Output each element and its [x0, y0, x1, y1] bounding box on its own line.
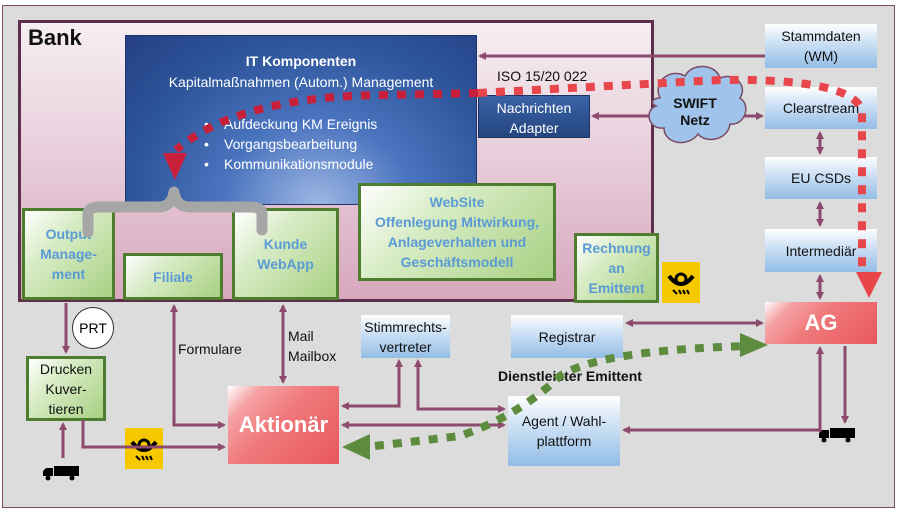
aktionaer-box: Aktionär: [228, 386, 339, 464]
ag-box: AG: [765, 302, 877, 344]
rechnung-line2: an: [608, 260, 625, 276]
nachrichten-adapter-line1: Nachrichten: [496, 100, 572, 116]
agent-box: Agent / Wahl- plattform: [508, 396, 620, 466]
agent-line1: Agent / Wahl-: [521, 413, 607, 429]
bank-label: Bank: [28, 25, 82, 50]
stimmrechtsvertreter-line1: Stimmrechts-: [364, 318, 447, 335]
agent-line2: plattform: [536, 433, 592, 449]
rechnung-line1: Rechnung: [582, 240, 651, 256]
website-line4: Geschäftsmodell: [400, 254, 514, 270]
kunde-webapp-line2: WebApp: [257, 256, 314, 272]
prt-label: PRT: [79, 320, 107, 336]
kunde-webapp-box: Kunde WebApp: [232, 208, 339, 300]
eu-csds-label: EU CSDs: [791, 170, 851, 186]
drucken-line1: Drucken: [39, 360, 93, 377]
it-components-subtitle: Kapitalmaßnahmen (Autom.) Management: [168, 74, 434, 90]
drucken-line3: tieren: [48, 400, 84, 417]
website-line1: WebSite: [429, 194, 485, 210]
it-components-title: IT Komponenten: [245, 53, 357, 69]
intermediaer-label: Intermediär: [785, 242, 857, 259]
website-box: WebSite Offenlegung Mitwirkung, Anlageve…: [358, 183, 556, 281]
kunde-webapp-line1: Kunde: [263, 236, 308, 252]
stimmrechtsvertreter-box: Stimmrechts- vertreter: [361, 315, 450, 358]
clearstream-label: Clearstream: [782, 100, 860, 116]
truck-icon: [818, 427, 856, 448]
output-management-line2: Manage-: [40, 246, 97, 262]
intermediaer-box: Intermediär: [765, 229, 877, 272]
iso-label: ISO 15/20 022: [497, 68, 588, 84]
prt-symbol: PRT: [72, 307, 114, 349]
it-item: Vorgangsbearbeitung: [204, 134, 377, 154]
drucken-line2: Kuver-: [45, 380, 87, 397]
it-item: Aufdeckung KM Ereignis: [204, 114, 377, 134]
clearstream-box: Clearstream: [765, 87, 877, 129]
drucken-box: Drucken Kuver- tieren: [26, 356, 106, 421]
filiale-box: Filiale: [123, 253, 223, 300]
registrar-box: Registrar: [511, 315, 623, 358]
post-horn-icon: [125, 428, 163, 469]
eu-csds-box: EU CSDs: [765, 157, 877, 199]
mail-line2: Mailbox: [288, 348, 337, 364]
rechnung-box: Rechnung an Emittent: [574, 233, 659, 303]
mail-line1: Mail: [288, 328, 314, 344]
filiale-label: Filiale: [153, 268, 193, 285]
website-line3: Anlageverhalten und: [387, 234, 527, 250]
truck-icon: [42, 465, 80, 486]
rechnung-line3: Emittent: [588, 280, 645, 296]
output-management-line1: Output: [45, 226, 92, 242]
it-components-box: IT Komponenten Kapitalmaßnahmen (Autom.)…: [125, 35, 477, 205]
stammdaten-line1: Stammdaten: [781, 28, 861, 44]
ag-label: AG: [804, 310, 838, 335]
it-item: Kommunikationsmodule: [204, 154, 377, 174]
post-horn-icon: [662, 262, 700, 303]
nachrichten-adapter-line2: Adapter: [509, 120, 559, 136]
aktionaer-label: Aktionär: [238, 412, 329, 437]
stammdaten-line2: (WM): [803, 48, 839, 64]
output-management-box: Output Manage- ment: [22, 208, 115, 300]
output-management-line3: ment: [51, 266, 86, 282]
registrar-label: Registrar: [538, 328, 596, 345]
website-line2: Offenlegung Mitwirkung,: [374, 214, 540, 230]
nachrichten-adapter-box: Nachrichten Adapter: [478, 95, 590, 138]
stammdaten-box: Stammdaten (WM): [765, 24, 877, 68]
dienstleister-label: Dienstleister Emittent: [498, 368, 642, 384]
stimmrechtsvertreter-line2: vertreter: [379, 338, 432, 355]
it-components-list: Aufdeckung KM Ereignis Vorgangsbearbeitu…: [204, 114, 377, 174]
formulare-label: Formulare: [178, 341, 242, 357]
mail-label: Mail Mailbox: [288, 326, 336, 366]
